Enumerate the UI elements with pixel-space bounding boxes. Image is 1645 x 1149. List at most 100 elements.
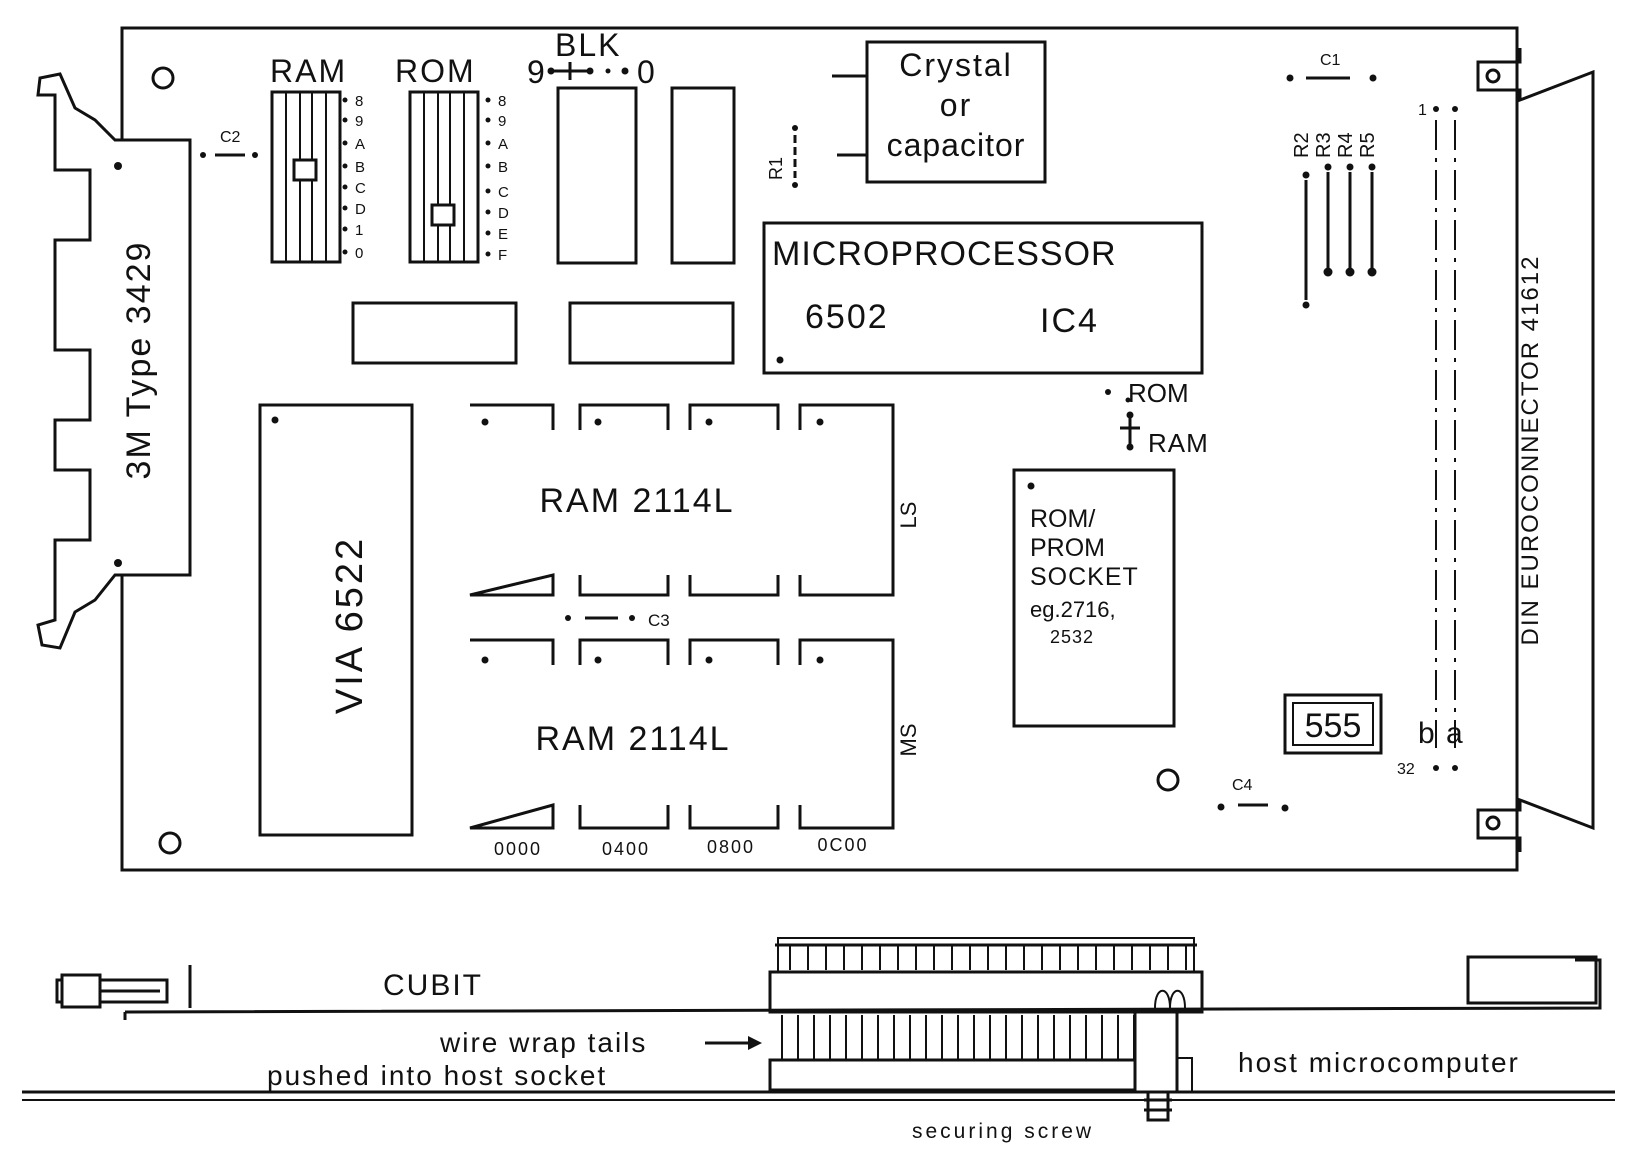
ram-pos-0: 0 (355, 245, 363, 262)
ram-pos-b: B (355, 159, 365, 176)
blk-right-0: 0 (637, 54, 655, 90)
rom-pos-d: D (498, 205, 509, 222)
crystal-line-2: or (940, 87, 972, 123)
din-euroconnector: DIN EUROCONNECTOR 41612 1 32 b a (1397, 48, 1595, 852)
crystal-line-3: capacitor (887, 127, 1026, 163)
cpu-ref: IC4 (1040, 302, 1099, 340)
ram-lower-label: RAM 2114L (535, 720, 730, 758)
timer-555-chip: 555 (1283, 693, 1383, 755)
crystal-or-capacitor: Crystal or capacitor (832, 40, 1047, 184)
arrow-head-icon (748, 1036, 762, 1050)
capacitor-c1: C1 (1286, 52, 1377, 82)
chip-horizontal-left (351, 301, 518, 365)
address-0c00: 0C00 (817, 835, 868, 855)
ram-upper-label: RAM 2114L (539, 482, 734, 520)
address-0000: 0000 (494, 839, 542, 859)
host-socket (768, 1058, 1137, 1092)
rom-address-switch: ROM 8 9 A B C D E F (395, 53, 509, 264)
socket-line-3: SOCKET (1030, 563, 1139, 591)
jumper-rom-label: ROM (1128, 378, 1189, 408)
ram-pos-1: 1 (355, 222, 363, 239)
c1-label: C1 (1320, 52, 1341, 69)
chip-horizontal-right (568, 301, 735, 365)
chip-vertical-right (670, 86, 736, 265)
ram-pos-d: D (355, 201, 366, 218)
row-a-label: a (1446, 717, 1463, 750)
socket-line-4: eg.2716, (1030, 597, 1116, 622)
card-holder-label: 3M Type 3429 (120, 241, 158, 480)
c4-label: C4 (1232, 777, 1253, 794)
r3-label: R3 (1313, 132, 1335, 158)
card-holder-side (55, 978, 169, 1004)
rom-pos-b: B (498, 159, 508, 176)
standoff (1133, 1010, 1179, 1094)
r5-label: R5 (1357, 132, 1379, 158)
cubit-label: CUBIT (383, 969, 483, 1002)
microprocessor-chip: MICROPROCESSOR 6502 IC4 (762, 221, 1204, 375)
mounting-hole-right (1156, 768, 1180, 792)
wire-wrap-label: wire wrap tails (439, 1027, 647, 1058)
connector-side (1466, 955, 1598, 1005)
via-6522-chip: VIA 6522 (258, 403, 414, 837)
rom-pos-8: 8 (498, 93, 506, 110)
capacitor-c4: C4 (1217, 777, 1289, 812)
resistors-r2-r5: R2 R3 R4 R5 (1291, 132, 1379, 309)
pushed-label: pushed into host socket (267, 1060, 607, 1091)
ram-lower-side: MS (896, 724, 921, 757)
rom-pos-c: C (498, 184, 509, 201)
c2-label: C2 (220, 129, 241, 146)
crystal-line-1: Crystal (899, 47, 1013, 83)
ram-pos-c: C (355, 180, 366, 197)
screw-label: securing screw (912, 1120, 1094, 1143)
address-labels: 0000 0400 0800 0C00 (494, 835, 868, 859)
jumper-ram-label: RAM (1148, 428, 1209, 458)
mounting-hole-top-left (151, 66, 175, 90)
row-b-label: b (1418, 717, 1435, 750)
rom-pos-f: F (498, 247, 507, 264)
resistor-r1: R1 (766, 125, 798, 188)
address-0400: 0400 (602, 839, 650, 859)
ram-switch-label: RAM (270, 53, 347, 89)
pin-1-label: 1 (1418, 102, 1427, 119)
socket-line-2: PROM (1030, 534, 1105, 562)
r1-label: R1 (766, 157, 786, 180)
rom-ram-jumper: ROM RAM (1105, 378, 1209, 458)
ram-pos-8: 8 (355, 93, 363, 110)
rom-pos-e: E (498, 226, 508, 243)
socket-line-5: 2532 (1050, 627, 1094, 647)
rom-prom-socket: ROM/ PROM SOCKET eg.2716, 2532 (1012, 468, 1176, 728)
ram-pos-9: 9 (355, 113, 363, 130)
blk-jumper: BLK 9 0 (527, 27, 655, 90)
capacitor-c3: C3 (565, 611, 670, 630)
chip-vertical-left (556, 86, 638, 265)
c3-label: C3 (648, 611, 670, 630)
securing-screw-icon (1144, 1092, 1172, 1122)
upper-socket (768, 970, 1204, 1014)
cpu-title: MICROPROCESSOR (772, 235, 1117, 273)
host-label: host microcomputer (1238, 1047, 1520, 1078)
connector-label: DIN EUROCONNECTOR 41612 (1517, 255, 1544, 646)
ram-upper-side: LS (896, 502, 921, 529)
pin-32-label: 32 (1397, 761, 1415, 778)
capacitor-c2: C2 (200, 129, 258, 158)
r4-label: R4 (1335, 132, 1357, 158)
timer-label: 555 (1305, 707, 1362, 745)
rom-pos-a: A (498, 136, 508, 153)
ram-pos-a: A (355, 136, 365, 153)
blk-left-9: 9 (527, 54, 545, 90)
rom-pos-9: 9 (498, 113, 506, 130)
r2-label: R2 (1291, 132, 1313, 158)
ram-address-switch: RAM 8 9 A B C D 1 0 (270, 53, 366, 264)
via-label: VIA 6522 (329, 536, 371, 714)
mounting-hole-bottom-left (158, 831, 182, 855)
ram-block-upper: RAM 2114L LS (469, 403, 921, 597)
blk-label: BLK (555, 27, 621, 63)
socket-line-1: ROM/ (1030, 505, 1095, 533)
cpu-part: 6502 (805, 298, 889, 336)
rom-switch-label: ROM (395, 53, 476, 89)
address-0800: 0800 (707, 837, 755, 857)
ram-block-lower: RAM 2114L MS (469, 638, 921, 830)
side-view: CUBIT (22, 937, 1615, 1143)
card-holder: 3M Type 3429 (36, 72, 192, 650)
